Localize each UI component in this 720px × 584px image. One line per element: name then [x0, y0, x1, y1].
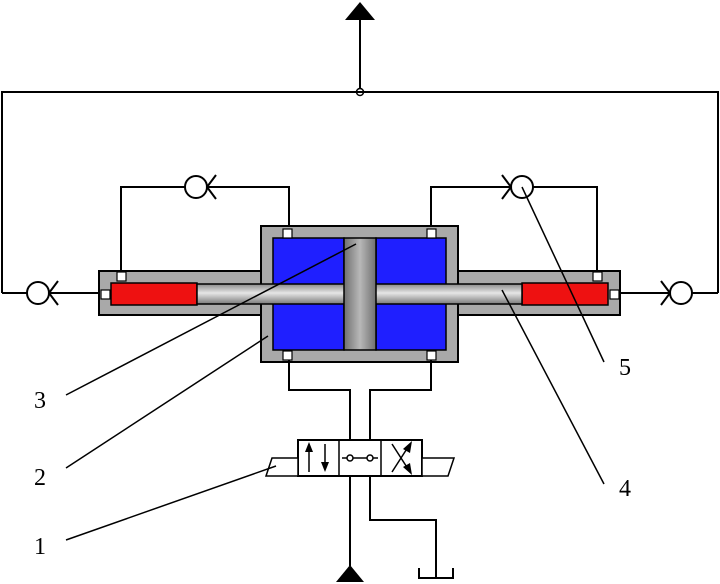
label-2: 2	[34, 465, 46, 491]
piston	[343, 237, 377, 351]
check-valve-icon	[660, 280, 693, 306]
label-1: 1	[34, 534, 46, 560]
tank-line	[369, 476, 437, 578]
pump-icon	[336, 565, 364, 582]
label-3: 3	[34, 388, 46, 414]
label-5: 5	[619, 355, 631, 381]
check-valve-icon	[184, 174, 217, 200]
outlet-arrow-icon	[345, 2, 375, 92]
valve-supply-lines	[288, 360, 432, 440]
tank-icon	[418, 568, 454, 579]
left-plunger-chamber	[110, 282, 198, 306]
right-plunger-chamber	[521, 282, 609, 306]
check-valve-icon	[26, 280, 59, 306]
leader-lines	[65, 186, 605, 541]
directional-valve-icon	[264, 439, 456, 477]
label-4: 4	[619, 476, 631, 502]
